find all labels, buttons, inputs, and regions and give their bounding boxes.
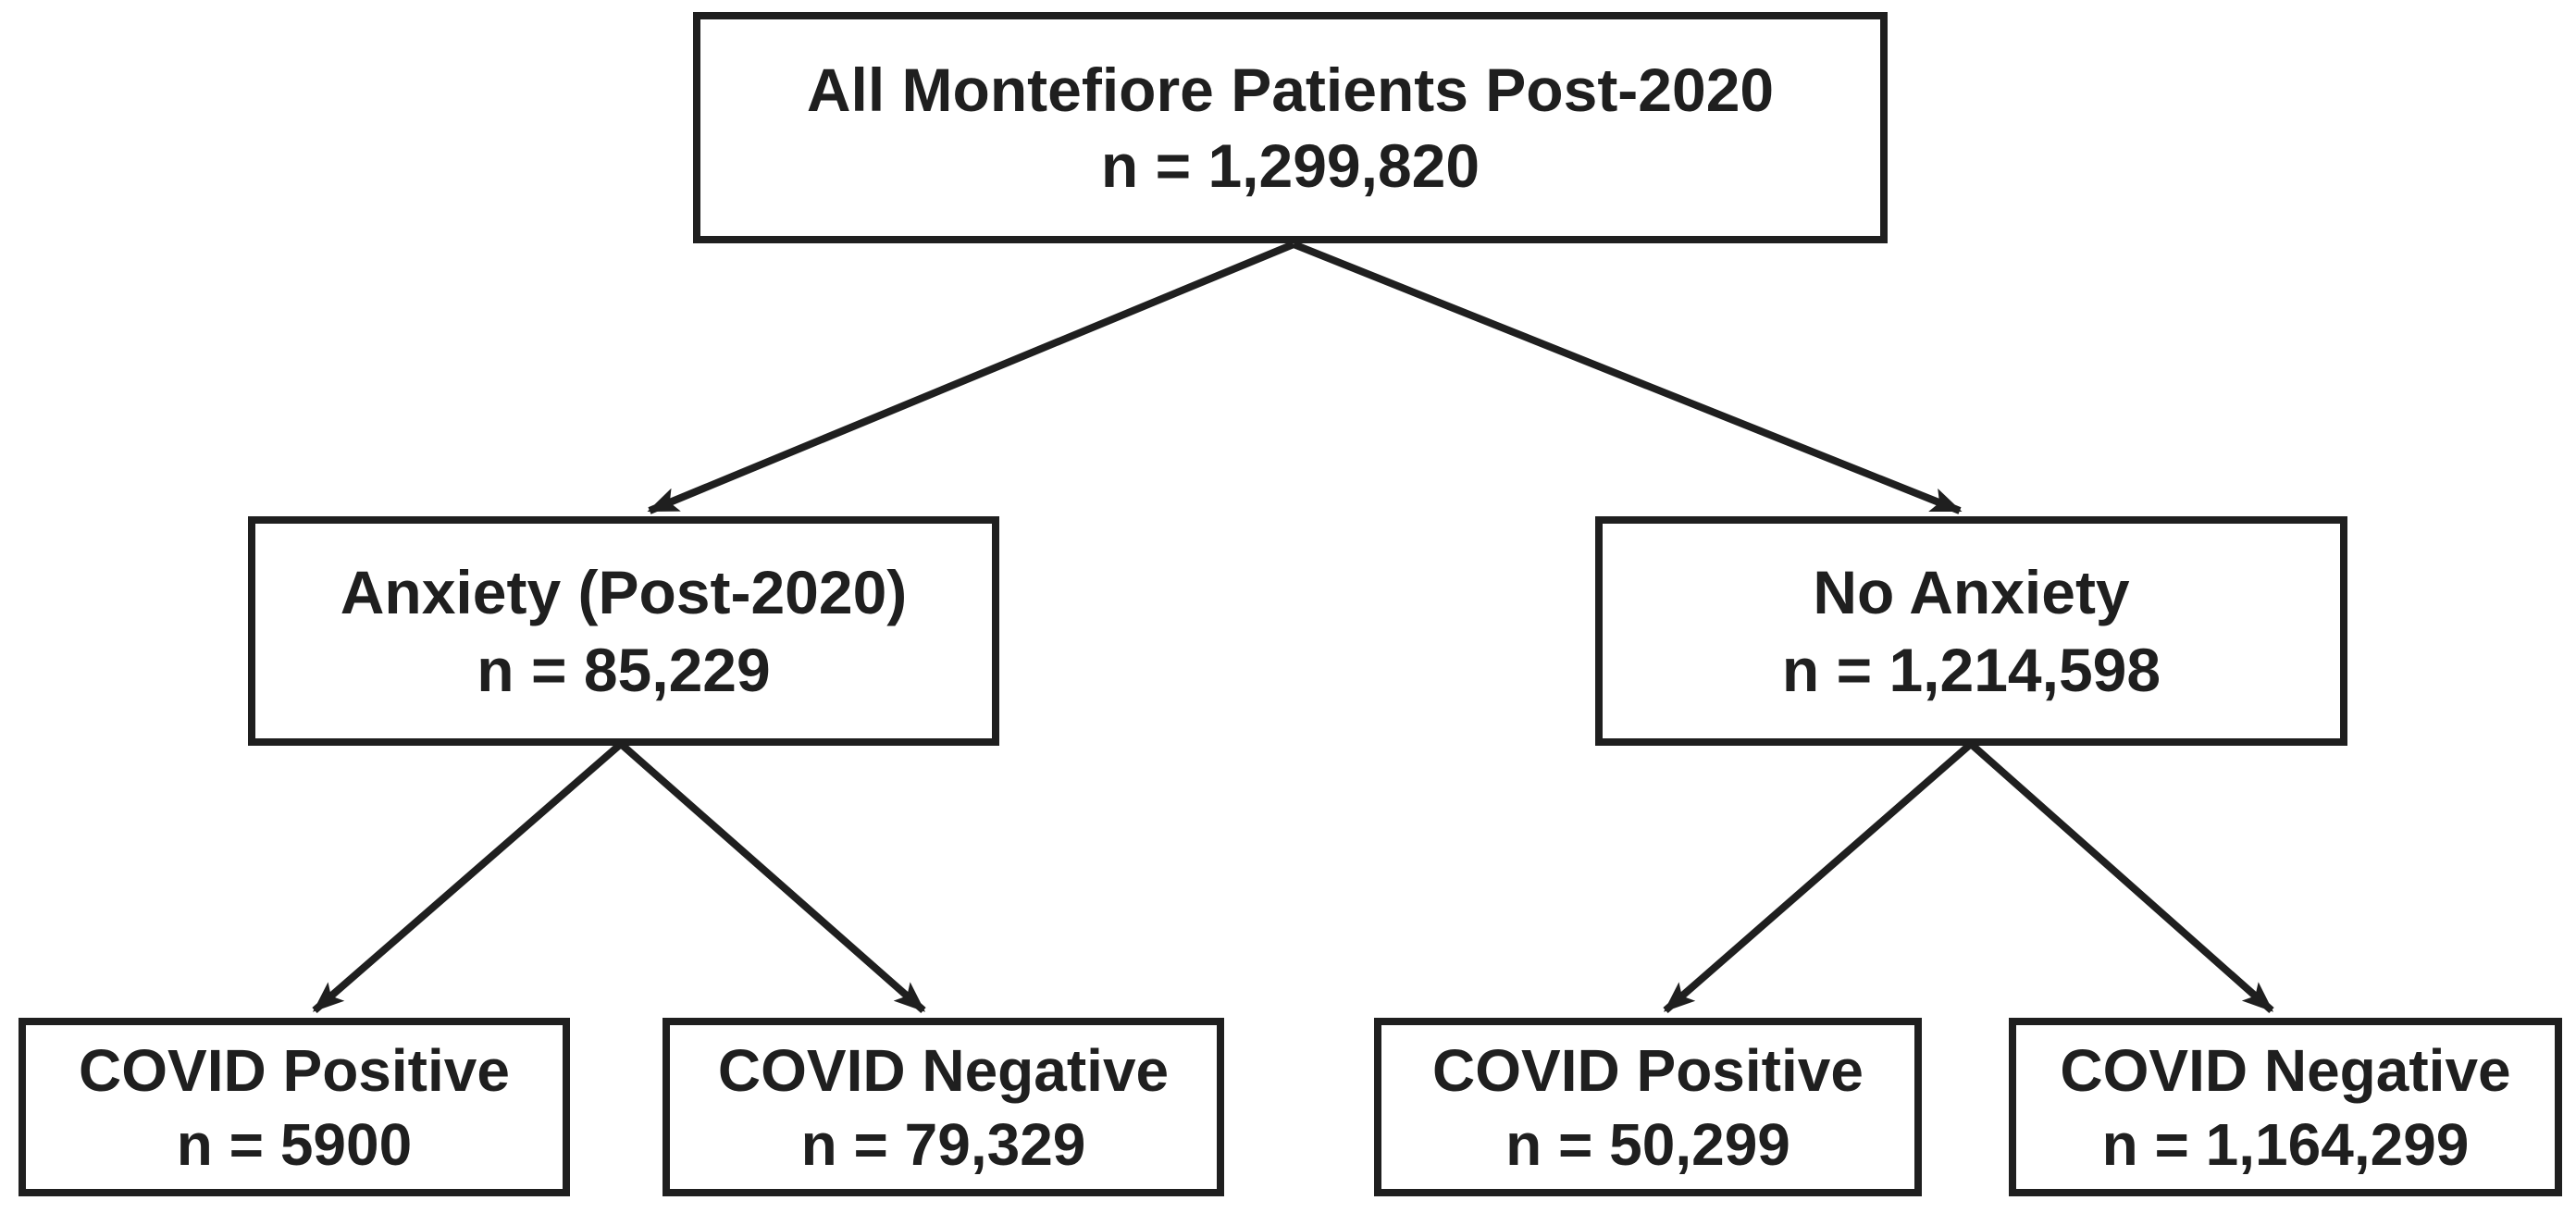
node-all-patients-label: All Montefiore Patients Post-2020 [806,56,1775,124]
node-no-anxiety: No Anxiety n = 1,214,598 [1595,516,2347,746]
node-no-anxiety-covid-positive-label: COVID Positive [1432,1036,1864,1104]
node-no-anxiety-covid-negative-label: COVID Negative [2060,1036,2511,1104]
node-anxiety-label: Anxiety (Post-2020) [340,558,908,626]
edge-no-anxiety-to-covid-negative [1968,741,2274,1013]
node-all-patients: All Montefiore Patients Post-2020 n = 1,… [693,12,1888,243]
edge-root-to-no-anxiety [1292,241,1963,514]
node-anxiety-covid-positive-count: n = 5900 [176,1110,413,1178]
node-no-anxiety-label: No Anxiety [1813,558,2130,626]
node-anxiety-covid-positive: COVID Positive n = 5900 [19,1018,570,1196]
node-no-anxiety-covid-negative-count: n = 1,164,299 [2101,1110,2470,1178]
edge-no-anxiety-to-covid-positive [1663,740,1974,1014]
node-no-anxiety-covid-positive: COVID Positive n = 50,299 [1374,1018,1922,1196]
node-all-patients-count: n = 1,299,820 [1100,131,1480,200]
node-no-anxiety-count: n = 1,214,598 [1781,636,2161,704]
node-anxiety: Anxiety (Post-2020) n = 85,229 [248,516,999,746]
node-anxiety-covid-negative-count: n = 79,329 [800,1110,1086,1178]
node-anxiety-covid-positive-label: COVID Positive [79,1036,510,1104]
edge-anxiety-to-covid-negative [618,740,926,1014]
edge-anxiety-to-covid-positive [312,740,624,1014]
edge-root-to-anxiety [647,241,1295,514]
node-no-anxiety-covid-negative: COVID Negative n = 1,164,299 [2009,1018,2562,1196]
node-anxiety-covid-negative-label: COVID Negative [717,1036,1170,1104]
node-anxiety-covid-negative: COVID Negative n = 79,329 [663,1018,1224,1196]
node-no-anxiety-covid-positive-count: n = 50,299 [1505,1110,1790,1178]
node-anxiety-count: n = 85,229 [477,636,771,704]
